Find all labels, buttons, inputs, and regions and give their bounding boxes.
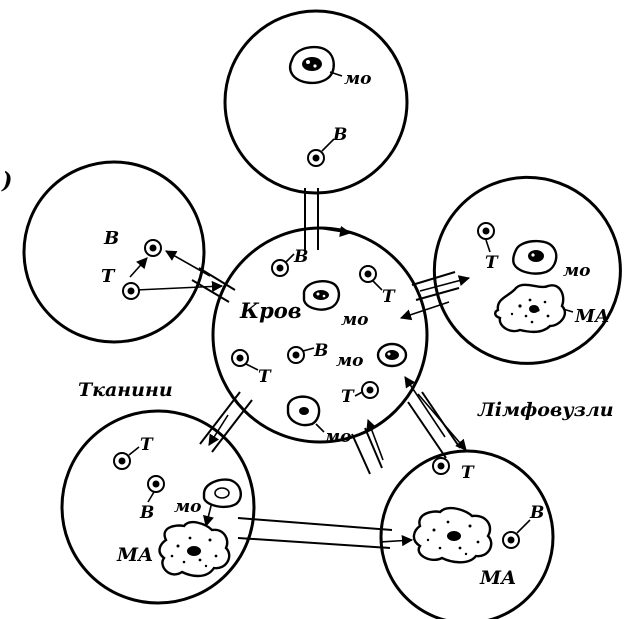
- blood-b-cell-mid: [287, 346, 305, 364]
- left-b-cell: [144, 239, 162, 257]
- label-mo-top: мо: [344, 69, 372, 89]
- compartments: [22, 9, 622, 619]
- label-mo-blood-mid: мо: [341, 310, 369, 330]
- label-b-tissues: В: [139, 503, 154, 523]
- blood-macrophage-mo-top: [302, 280, 341, 311]
- circle-tissues: [60, 409, 256, 605]
- right-t-cell: [477, 222, 495, 240]
- label-b-nodes: В: [529, 503, 544, 523]
- tissue-macrophage-mo: [202, 478, 242, 509]
- top-macrophage-mo: [288, 45, 335, 85]
- label-t-left: Т: [101, 266, 116, 287]
- top-b-cell: [307, 149, 325, 167]
- circle-top: [223, 9, 409, 195]
- arrow-tissues-to-nodes: [379, 535, 414, 547]
- label-t-blood-right: Т: [382, 287, 396, 307]
- circle-right: [432, 175, 622, 365]
- left-t-cell: [122, 282, 140, 300]
- arrow-blood-to-tissues: [208, 414, 229, 446]
- label-t-right: Т: [485, 253, 499, 273]
- circle-left: [22, 160, 206, 344]
- blood-b-cell: [271, 259, 289, 277]
- blood-macrophage-mo-bottom: [286, 395, 321, 427]
- label-mo-blood-bottom: мо: [324, 427, 352, 447]
- label-t-nodes: Т: [461, 463, 475, 483]
- label-b-blood-top: В: [293, 247, 308, 267]
- label-ma-tissues: МА: [116, 544, 154, 566]
- arrow-t-to-b: [129, 257, 148, 278]
- right-macrophage-mo: [511, 239, 558, 275]
- arrow-to-right-organ: [419, 275, 471, 292]
- label-blood: Кров: [239, 298, 302, 323]
- blood-t-cell-left: [231, 349, 249, 367]
- tissue-ma: [158, 520, 231, 578]
- circle-blood: [211, 226, 429, 444]
- tissue-t-cell: [113, 452, 131, 470]
- label-lymph-nodes: Лімфовузли: [477, 399, 614, 421]
- node-b-cell: [502, 531, 520, 549]
- blood-t-cell-bottom: [361, 381, 379, 399]
- label-b-left: В: [103, 228, 119, 249]
- tissue-b-cell: [147, 475, 165, 493]
- label-tissues: Тканини: [78, 379, 173, 401]
- label-b-blood-mid: В: [313, 341, 328, 361]
- label-t-tissues: Т: [140, 435, 154, 455]
- label-mo-blood-right: мо: [336, 351, 364, 371]
- arrow-blood-to-nodes: [417, 393, 467, 451]
- arrow-tissue-to-blood: [135, 280, 224, 293]
- label-mo-tissues: мо: [174, 497, 202, 517]
- blood-t-cell-right: [359, 265, 377, 283]
- circle-lymph-nodes: [379, 449, 555, 619]
- right-ma: [494, 283, 567, 333]
- label-b-top: В: [332, 125, 347, 145]
- blood-macrophage-mo-right: [376, 342, 408, 368]
- label-ma-right: МА: [574, 306, 610, 327]
- label-mo-right: мо: [563, 261, 591, 281]
- arrow-nodes-to-blood: [404, 376, 446, 438]
- node-ma: [412, 506, 493, 564]
- flow-arrows: [129, 225, 471, 547]
- label-paren: ): [1, 168, 12, 194]
- node-t-cell: [432, 457, 450, 475]
- label-ma-nodes: МА: [479, 567, 517, 589]
- arrow-nodes-up: [366, 418, 384, 461]
- label-t-blood-bottom: Т: [341, 387, 355, 407]
- label-t-blood-left: Т: [258, 367, 272, 387]
